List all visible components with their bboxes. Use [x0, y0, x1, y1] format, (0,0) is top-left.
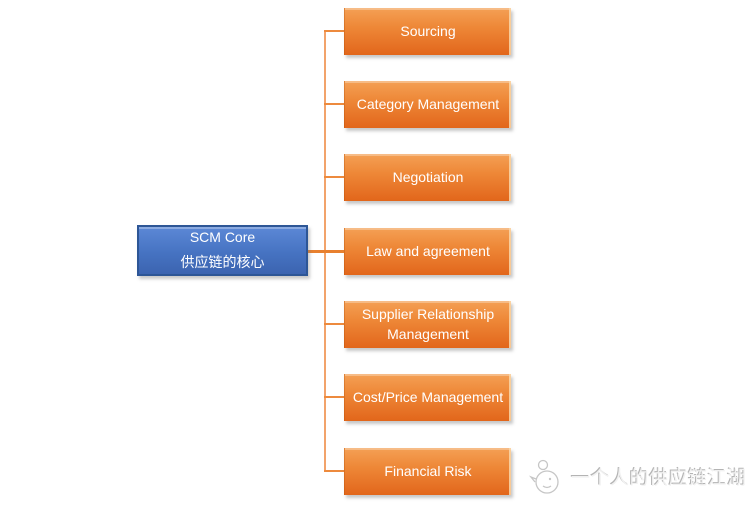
node-category-management: Category Management — [344, 81, 511, 128]
node-label: Sourcing — [400, 22, 456, 39]
node-cost-price-management: Cost/Price Management — [344, 374, 511, 421]
root-title-en: SCM Core — [189, 229, 256, 245]
node-financial-risk: Financial Risk — [344, 448, 511, 495]
watermark: 一个人的供应链江湖 — [527, 455, 746, 497]
node-label: Law and agreement — [366, 242, 490, 259]
node-label: Financial Risk — [384, 462, 472, 479]
node-supplier-relationship-management: Supplier Relationship Management — [344, 301, 511, 348]
root-title-zh: 供应链的核心 — [180, 254, 265, 270]
node-label: Cost/Price Management — [352, 388, 504, 405]
node-law-and-agreement: Law and agreement — [344, 228, 511, 275]
node-scm-core: SCM Core 供应链的核心 — [137, 225, 308, 276]
connector-branch-6 — [324, 396, 344, 398]
connector-branch-3 — [324, 176, 344, 178]
connector-branch-2 — [324, 103, 344, 105]
chick-doodle-icon — [527, 455, 565, 497]
node-label: Supplier Relationship Management — [361, 305, 495, 342]
connector-root-link — [307, 250, 344, 253]
watermark-text: 一个人的供应链江湖 — [571, 467, 746, 489]
connector-branch-5 — [324, 323, 344, 325]
node-negotiation: Negotiation — [344, 154, 511, 201]
connector-branch-1 — [324, 30, 344, 32]
connector-branch-7 — [324, 470, 344, 472]
node-label: Category Management — [356, 95, 500, 112]
node-sourcing: Sourcing — [344, 8, 511, 55]
node-label: Negotiation — [392, 168, 464, 185]
